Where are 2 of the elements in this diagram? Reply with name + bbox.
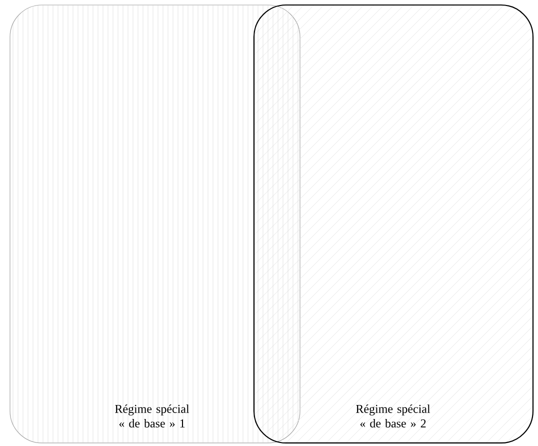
- region-label: Régime spécial « de base » 2: [356, 404, 430, 428]
- region-label: Régime spécial « de base » 1: [115, 404, 190, 428]
